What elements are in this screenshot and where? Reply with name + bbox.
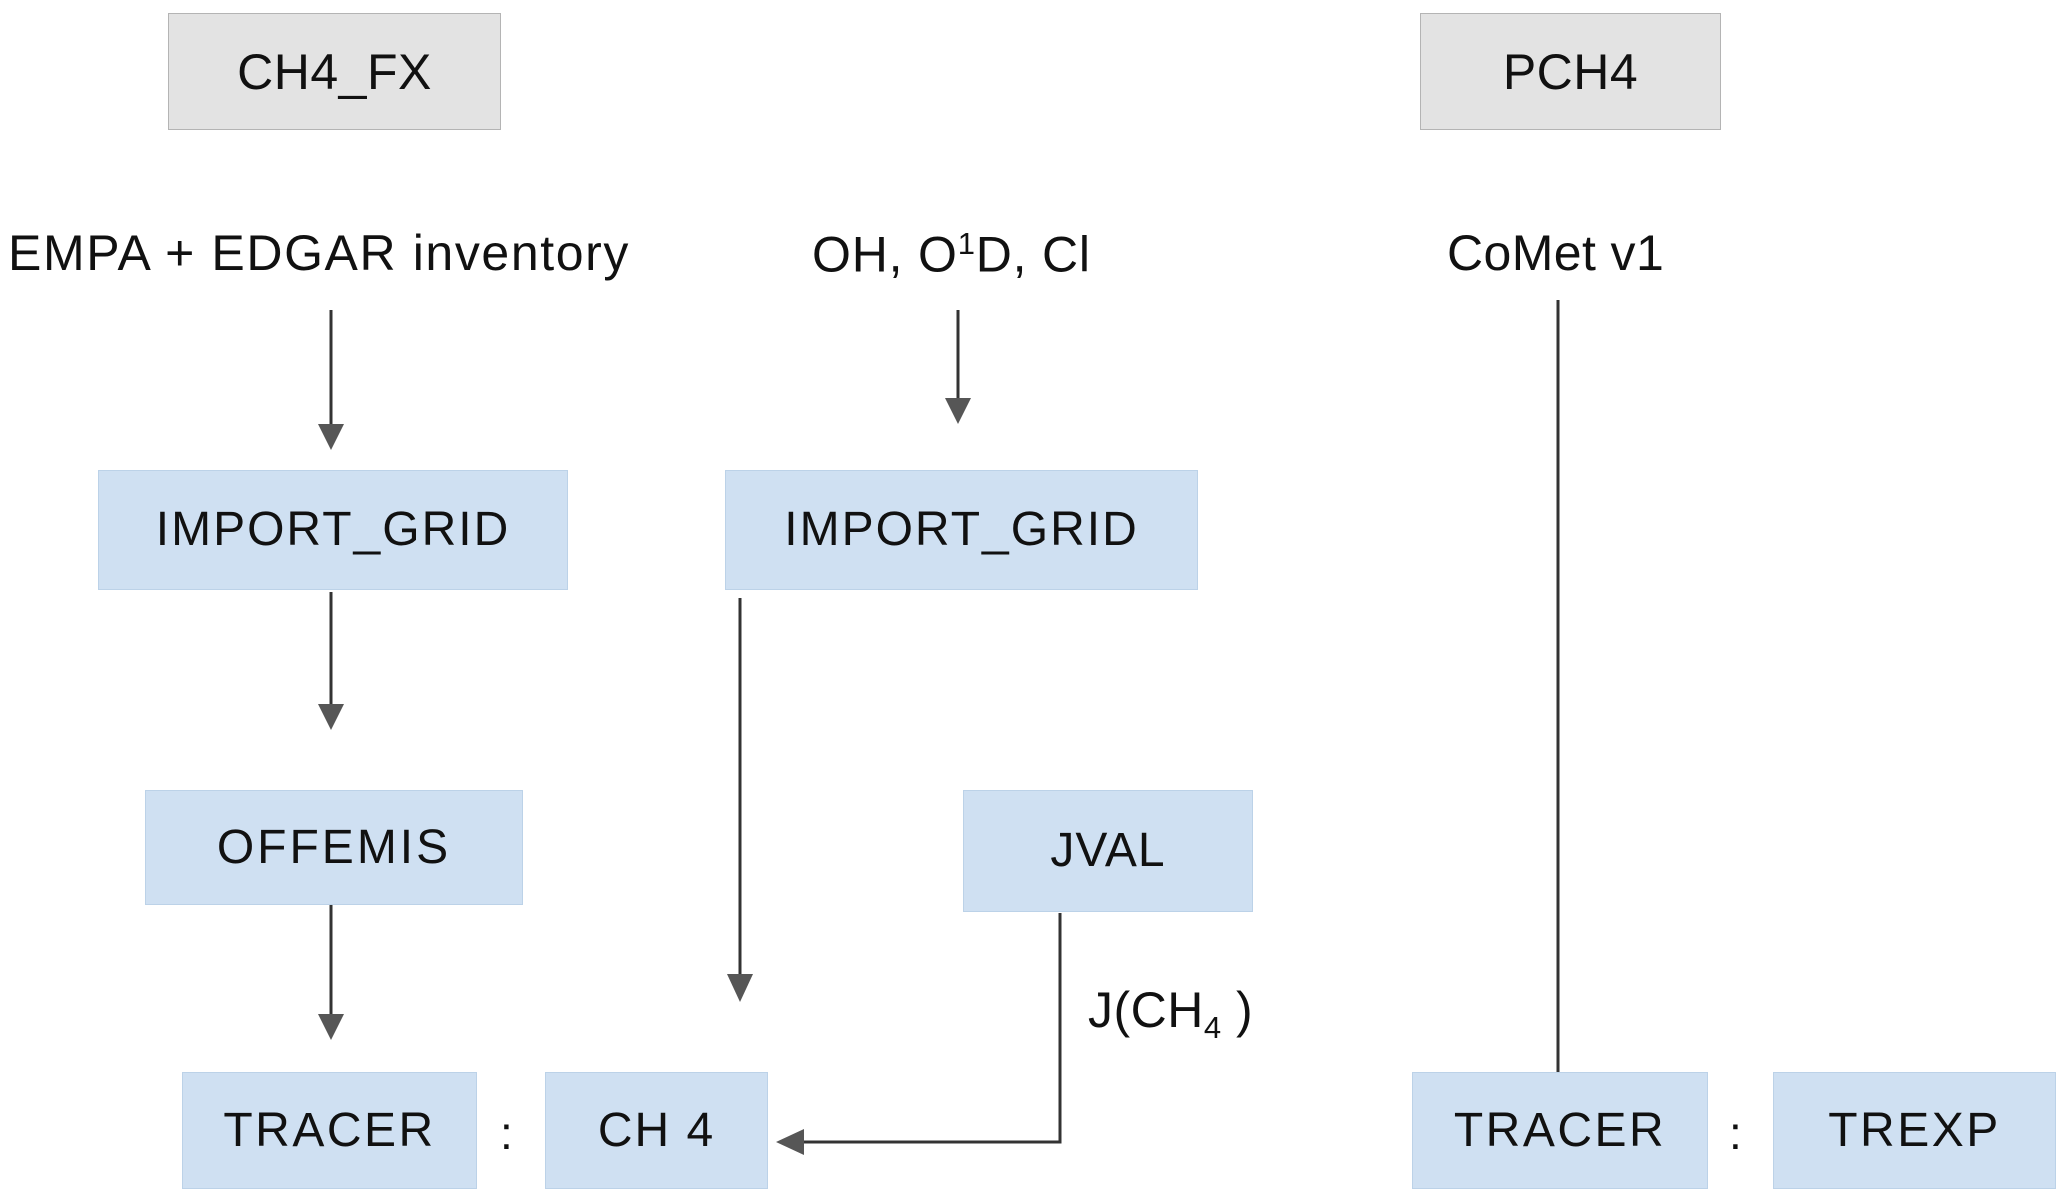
source-label-comet-text: CoMet v1 (1447, 225, 1665, 281)
edge-label-jch4-sub: 4 (1203, 1010, 1222, 1045)
process-box-offemis[interactable]: OFFEMIS (145, 790, 523, 905)
header-box-pch4-label: PCH4 (1502, 43, 1639, 100)
header-box-ch4-fx[interactable]: CH4_FX (168, 13, 501, 130)
tracer-box-trexp[interactable]: TREXP (1773, 1072, 2056, 1189)
header-box-pch4[interactable]: PCH4 (1420, 13, 1721, 130)
edge-oh-to-import-grid-middle (945, 310, 971, 424)
edge-jval-to-ch4 (776, 913, 1062, 1155)
source-label-empa-edgar: EMPA + EDGAR inventory (8, 228, 630, 278)
source-label-oh-o1d-cl-post: D, Cl (975, 226, 1091, 283)
process-box-jval-label: JVAL (1050, 824, 1166, 877)
tracer-separator-right: : (1729, 1110, 1742, 1156)
source-label-oh-o1d-cl-pre: OH, O (812, 226, 958, 283)
process-box-import-grid-left-label: IMPORT_GRID (155, 503, 511, 556)
tracer-box-trexp-label: TREXP (1828, 1103, 2001, 1157)
process-box-offemis-label: OFFEMIS (216, 820, 452, 874)
tracer-separator-left-text: : (500, 1107, 513, 1159)
edge-import-grid-middle-to-ch4 (727, 598, 753, 1002)
tracer-separator-right-text: : (1729, 1107, 1742, 1159)
tracer-box-left[interactable]: TRACER (182, 1072, 477, 1189)
tracer-separator-left: : (500, 1110, 513, 1156)
header-box-ch4-fx-label: CH4_FX (237, 43, 432, 100)
edge-label-jch4: J(CH4 ) (1088, 985, 1253, 1043)
tracer-box-right[interactable]: TRACER (1412, 1072, 1708, 1189)
source-label-oh-o1d-cl: OH, O1D, Cl (812, 228, 1091, 280)
tracer-box-left-label: TRACER (223, 1103, 436, 1157)
edge-comet-to-tracer-right (1545, 300, 1571, 1118)
edge-label-jch4-pre: J(CH (1088, 982, 1204, 1038)
tracer-box-right-label: TRACER (1453, 1103, 1667, 1157)
process-box-import-grid-middle[interactable]: IMPORT_GRID (725, 470, 1198, 590)
edge-offemis-to-tracer (318, 904, 344, 1040)
source-label-comet: CoMet v1 (1447, 228, 1664, 278)
edge-empa-to-import-grid-left (318, 310, 344, 450)
edge-label-jch4-post: ) (1221, 982, 1254, 1038)
process-box-jval[interactable]: JVAL (963, 790, 1253, 912)
edge-import-grid-left-to-offemis (318, 592, 344, 730)
tracer-box-ch4-label: CH 4 (597, 1103, 716, 1157)
process-box-import-grid-middle-label: IMPORT_GRID (784, 503, 1139, 556)
tracer-box-ch4[interactable]: CH 4 (545, 1072, 768, 1189)
process-box-import-grid-left[interactable]: IMPORT_GRID (98, 470, 568, 590)
source-label-oh-o1d-cl-sup: 1 (957, 226, 976, 261)
source-label-empa-edgar-text: EMPA + EDGAR inventory (8, 225, 630, 281)
